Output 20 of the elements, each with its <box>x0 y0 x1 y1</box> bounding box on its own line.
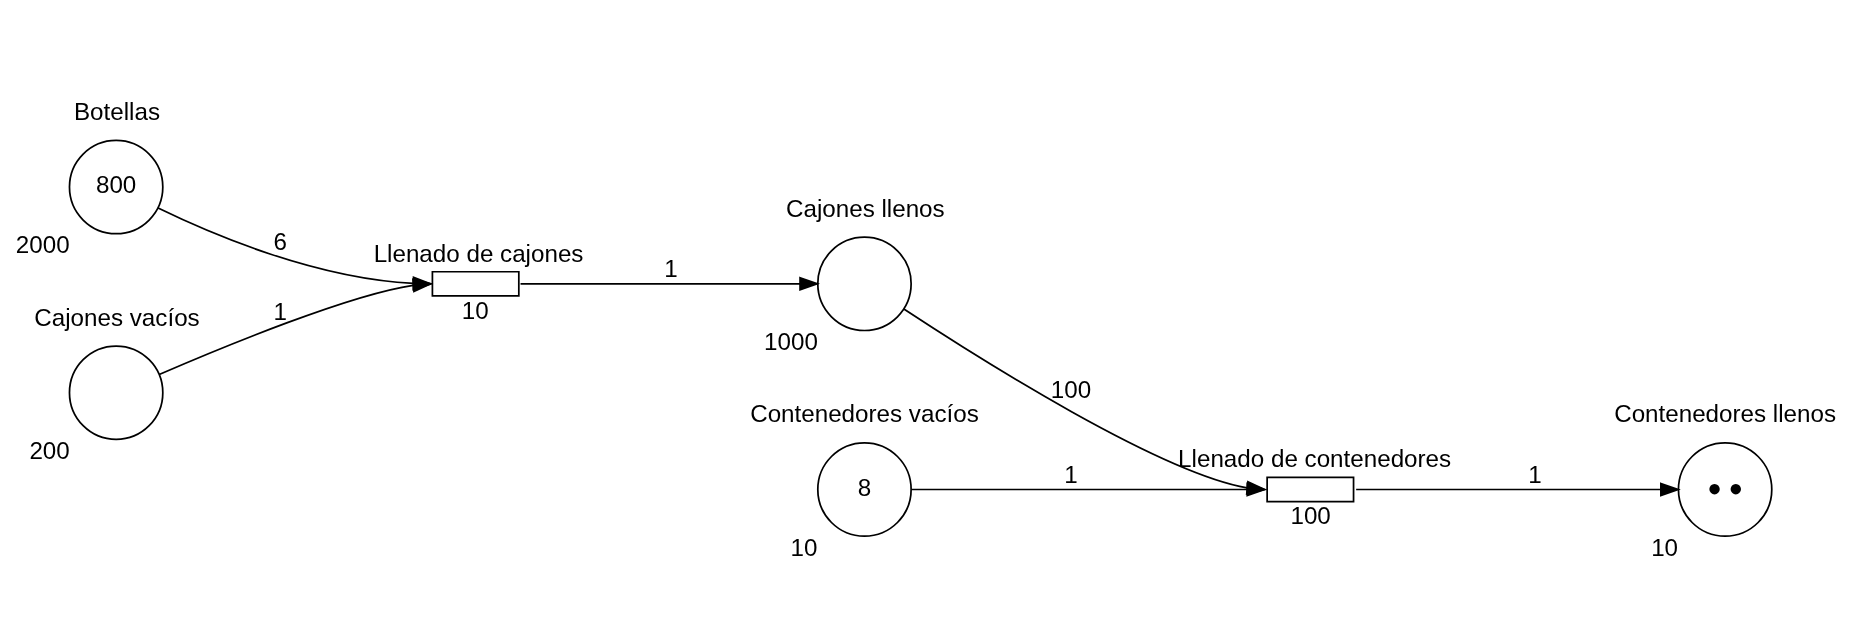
node-label: Contenedores vacíos <box>750 400 979 428</box>
node-label: 10 <box>790 533 818 561</box>
edge-label: 1 <box>1528 460 1542 488</box>
edge-label: 1 <box>273 298 288 326</box>
edge-label: 1 <box>664 255 678 283</box>
edge-label: 100 <box>1050 376 1092 404</box>
edge-label: 1 <box>1064 460 1078 488</box>
node-label: 2000 <box>15 231 70 259</box>
node-label: 10 <box>1651 533 1679 561</box>
node-label: Cajones vacíos <box>34 303 200 331</box>
node-label: Botellas <box>73 98 161 126</box>
node-label: Llenado de cajones <box>373 239 584 267</box>
node-label: 100 <box>1290 502 1331 530</box>
node-label: Contenedores llenos <box>1614 400 1837 428</box>
node-label: 10 <box>461 296 489 324</box>
node-label: Cajones llenos <box>785 194 945 222</box>
node-label: 200 <box>29 436 70 464</box>
node-label: Llenado de contenedores <box>1178 445 1452 473</box>
node-label: 1000 <box>764 327 818 355</box>
edge-label: 6 <box>273 227 288 255</box>
